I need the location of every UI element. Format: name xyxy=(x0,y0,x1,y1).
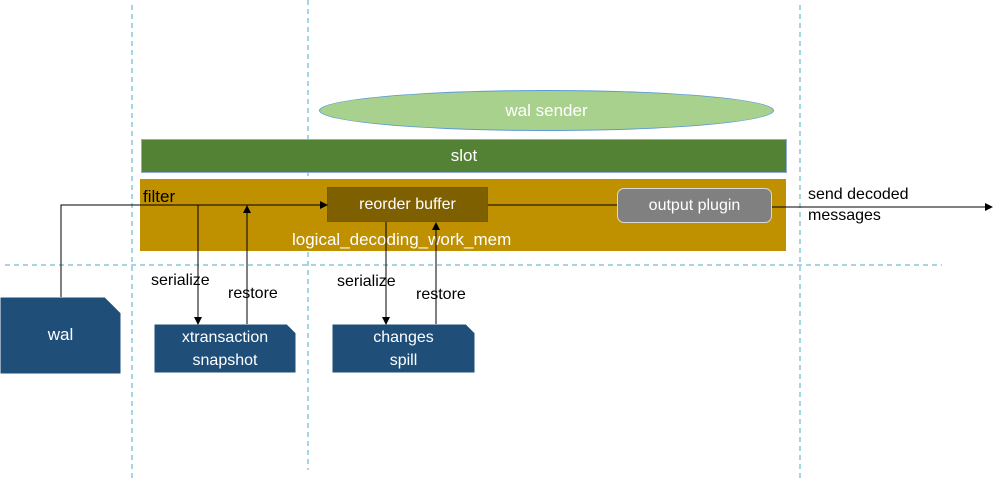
wal-label: wal xyxy=(47,325,74,344)
wal-sender-label: wal sender xyxy=(505,100,588,120)
changes-line: changes xyxy=(373,328,434,346)
restore-right-label: restore xyxy=(416,286,466,303)
restore-left-label: restore xyxy=(228,285,278,302)
send-decoded-line: send decoded xyxy=(808,186,909,203)
output-plugin-box: output plugin xyxy=(617,188,772,223)
xtransaction-snapshot-label: xtransaction snapshot xyxy=(154,324,296,373)
xtransaction-line: xtransaction xyxy=(181,328,269,346)
changes-spill-document-icon xyxy=(331,323,476,374)
snapshot-line: snapshot xyxy=(192,351,258,369)
wal-label-wrap: wal xyxy=(0,297,121,373)
filter-label: filter xyxy=(143,187,176,206)
slot-label: slot xyxy=(450,146,478,165)
reorder-buffer-box: reorder buffer xyxy=(327,187,488,222)
send-decoded-messages-label: send decoded messages xyxy=(808,184,909,226)
serialize-left-label: serialize xyxy=(151,272,210,289)
xtransaction-snapshot-document-icon xyxy=(153,323,297,374)
spill-line: spill xyxy=(389,351,418,369)
wal-document-icon xyxy=(0,296,122,375)
serialize-right-label: serialize xyxy=(337,273,396,290)
slot-bar: slot xyxy=(141,139,787,173)
reorder-buffer-label: reorder buffer xyxy=(359,195,456,213)
output-plugin-label: output plugin xyxy=(648,196,741,214)
messages-line: messages xyxy=(808,207,881,224)
work-mem-label: logical_decoding_work_mem xyxy=(292,230,512,249)
wal-sender-ellipse: wal sender xyxy=(319,90,774,131)
wal-to-reorder-arrow xyxy=(60,201,328,297)
changes-spill-label: changes spill xyxy=(332,324,475,373)
